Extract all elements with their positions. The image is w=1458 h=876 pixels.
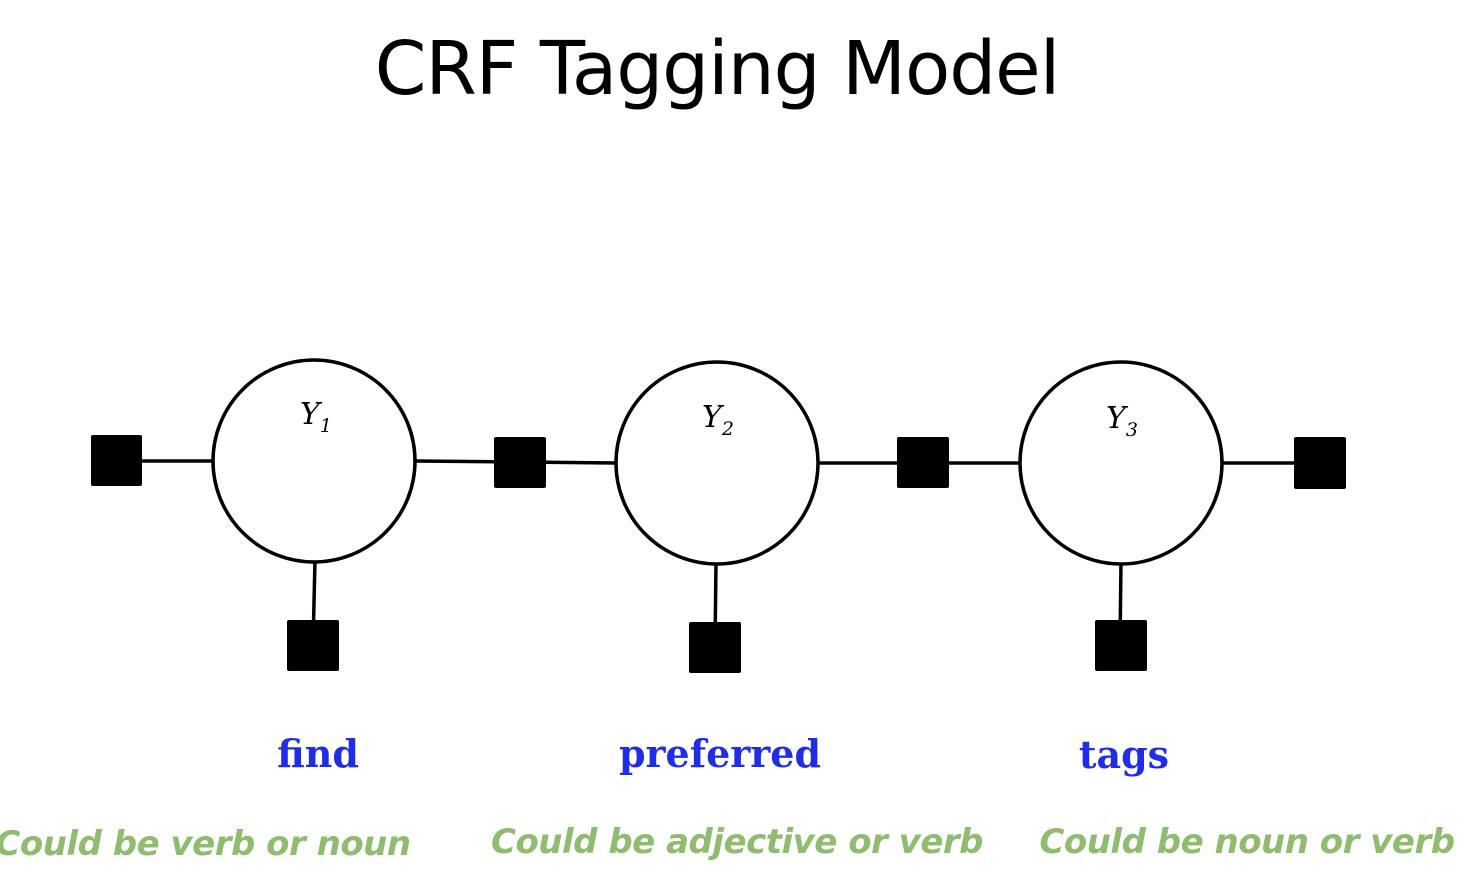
- slide-title: CRF Tagging Model: [374, 26, 1061, 112]
- factor-start: [91, 435, 142, 486]
- note-preferred: Could be adjective or verb: [491, 822, 984, 862]
- node-label-y2: Y2: [702, 400, 734, 440]
- word-find: find: [277, 731, 359, 776]
- factor-end: [1294, 437, 1346, 489]
- node-label-y3: Y3: [1106, 401, 1138, 441]
- factor-observation-2: [689, 622, 741, 673]
- word-preferred: preferred: [618, 731, 822, 776]
- note-tags: Could be noun or verb: [1039, 822, 1455, 862]
- factor-observation-1: [287, 620, 339, 671]
- variable-node-y3: [1018, 360, 1224, 566]
- variable-node-y1: [211, 358, 417, 564]
- variable-node-y2: [614, 360, 820, 566]
- factor-y2-y3: [897, 437, 949, 488]
- word-tags: tags: [1078, 732, 1170, 777]
- note-find: Could be verb or noun: [0, 824, 411, 864]
- factor-observation-3: [1095, 620, 1147, 671]
- node-label-y1: Y1: [300, 397, 332, 437]
- factor-y1-y2: [494, 437, 546, 488]
